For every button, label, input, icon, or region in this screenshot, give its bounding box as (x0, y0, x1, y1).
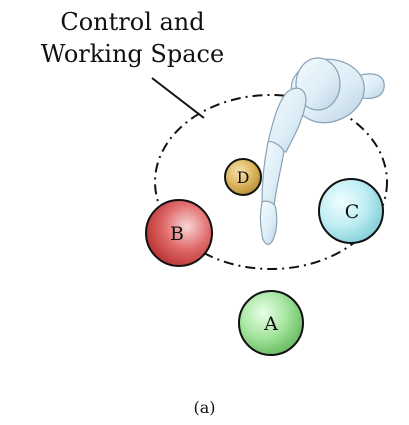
figure-caption: (a) (193, 398, 216, 417)
object-c-label: C (345, 201, 360, 223)
object-a-label: A (263, 313, 278, 335)
object-d: D (224, 158, 262, 196)
object-b: B (145, 199, 213, 267)
object-d-label: D (237, 168, 250, 187)
workspace-label-line2: Working Space (40, 40, 225, 68)
workspace-label-line1: Control and (60, 8, 205, 36)
object-c: C (318, 178, 384, 244)
workspace-ellipse (154, 94, 388, 270)
leader-line (151, 77, 205, 119)
human-figure (259, 57, 385, 245)
object-a: A (238, 290, 304, 356)
object-b-label: B (170, 223, 184, 245)
